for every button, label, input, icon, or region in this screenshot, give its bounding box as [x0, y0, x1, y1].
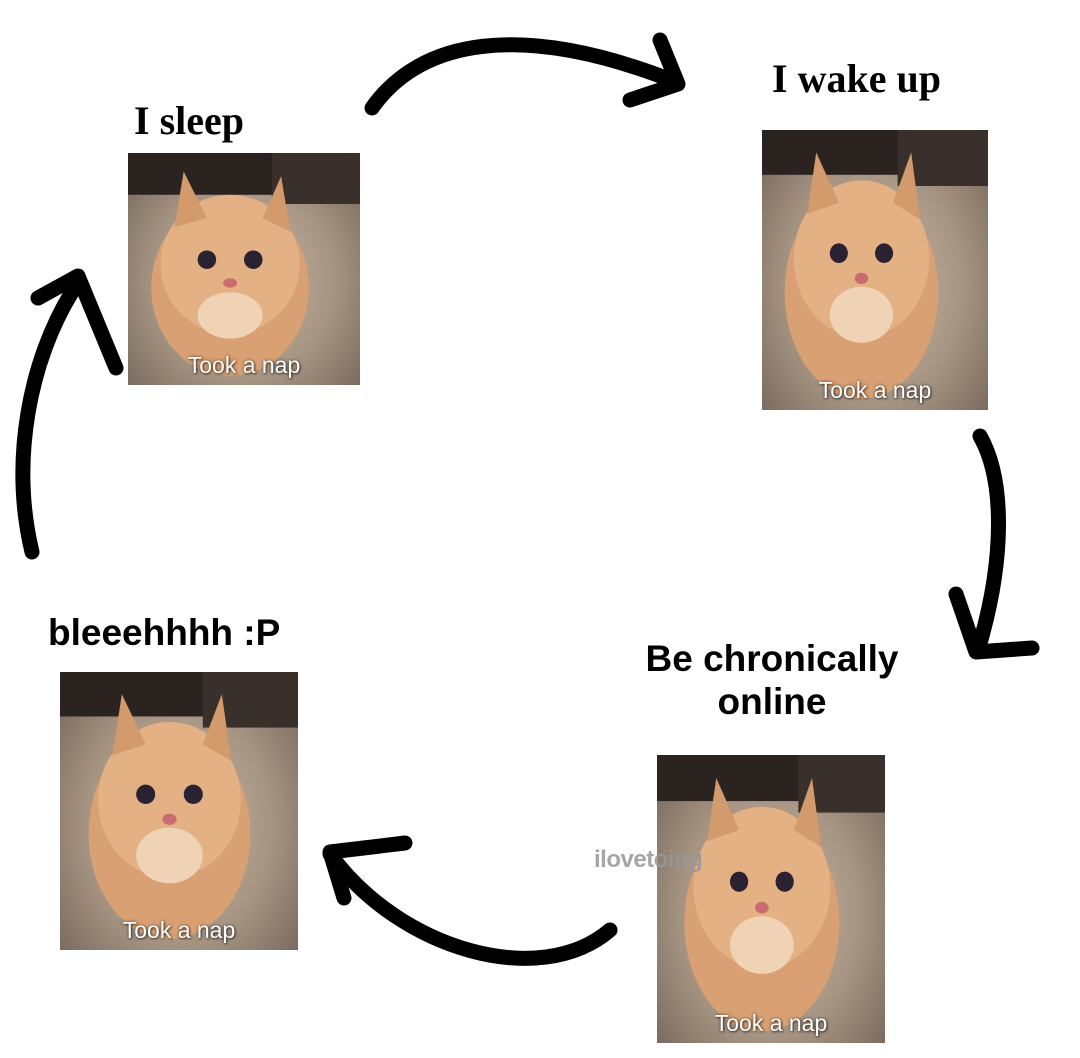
photo-caption: Took a nap [122, 917, 236, 943]
kitten-photo-wake-up: Took a nap [762, 130, 988, 410]
kitten-photo-sleep: Took a nap [128, 153, 360, 385]
photo-caption: Took a nap [714, 1010, 828, 1036]
kitten-image [128, 153, 360, 376]
arrow-bleh-to-sleep-icon [15, 268, 124, 560]
photo-caption: Took a nap [187, 352, 301, 378]
step-label-sleep: I sleep [134, 98, 244, 143]
step-label-bleh: bleeehhhh :P [48, 612, 281, 653]
photo-caption: Took a nap [818, 377, 932, 403]
step-label-chronically-online: Be chronically online [622, 638, 922, 723]
kitten-image [657, 755, 885, 1032]
arrow-online-to-bleh-icon [322, 835, 618, 966]
kitten-image [762, 130, 988, 399]
arrow-sleep-to-wake-icon [364, 32, 686, 116]
step-label-wake-up: I wake up [772, 56, 941, 101]
step-label-line-2: online [717, 680, 827, 722]
step-label-line-1: Be chronically [645, 638, 899, 679]
watermark: ilovetoing [594, 846, 703, 873]
kitten-photo-bleh: Took a nap [60, 672, 298, 950]
kitten-photo-chronically-online: Took a nap [657, 755, 885, 1043]
kitten-image [60, 672, 298, 939]
arrow-wake-to-online-icon [948, 428, 1040, 660]
